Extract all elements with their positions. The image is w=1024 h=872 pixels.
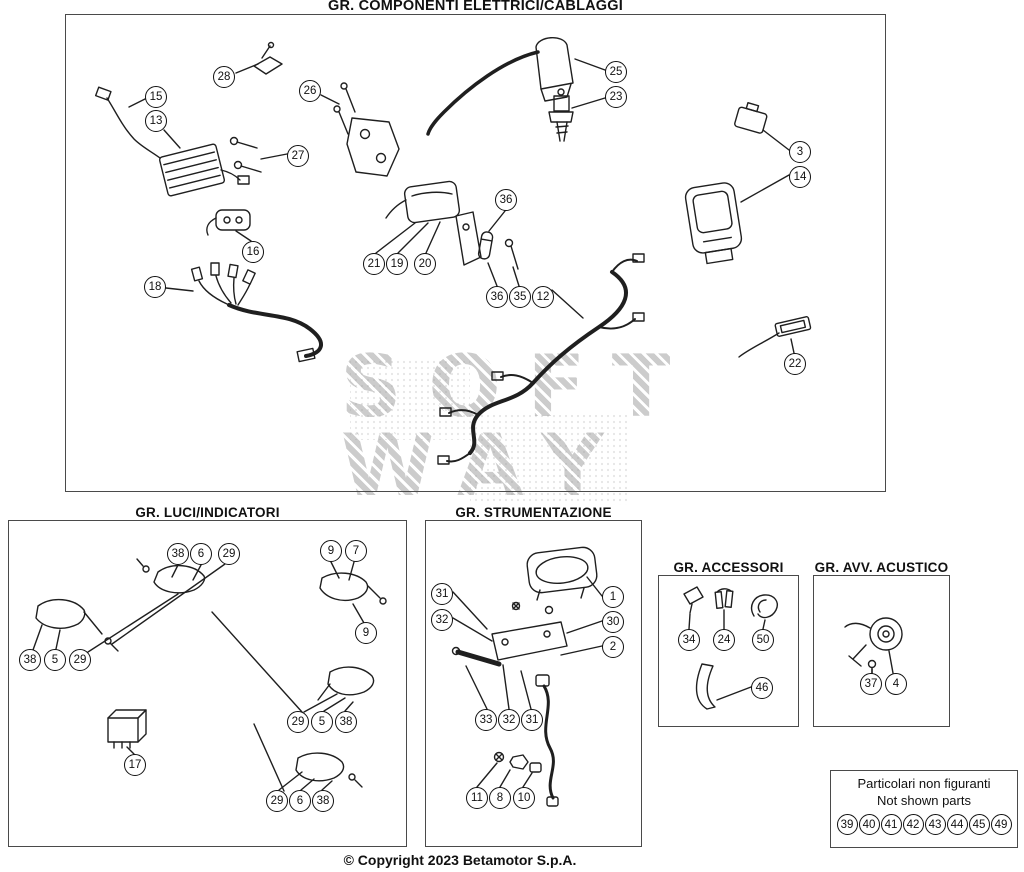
callout-24: 24 <box>713 629 735 651</box>
callout-34: 34 <box>678 629 700 651</box>
copyright-footer: © Copyright 2023 Betamotor S.p.A. <box>343 852 577 868</box>
callout-9: 9 <box>320 540 342 562</box>
callout-20: 20 <box>414 253 436 275</box>
callout-26: 26 <box>299 80 321 102</box>
callout-29: 29 <box>266 790 288 812</box>
panel-avv-acustico: GR. AVV. ACUSTICO <box>811 560 952 727</box>
panel-accessori: GR. ACCESSORI <box>658 560 799 727</box>
callout-21: 21 <box>363 253 385 275</box>
callout-27: 27 <box>287 145 309 167</box>
callout-32: 32 <box>498 709 520 731</box>
art-componenti-elettrici <box>94 37 812 465</box>
callout-19: 19 <box>386 253 408 275</box>
callout-38: 38 <box>167 543 189 565</box>
callout-38: 38 <box>19 649 41 671</box>
callout-23: 23 <box>605 86 627 108</box>
callout-5: 5 <box>311 711 333 733</box>
callout-50: 50 <box>752 629 774 651</box>
callout-2: 2 <box>602 636 624 658</box>
callout-29: 29 <box>287 711 309 733</box>
callout-40: 40 <box>858 814 880 835</box>
art-accessori <box>683 586 778 710</box>
callout-36: 36 <box>495 189 517 211</box>
callout-14: 14 <box>789 166 811 188</box>
callout-37: 37 <box>860 673 882 695</box>
callout-8: 8 <box>489 787 511 809</box>
callout-31: 31 <box>521 709 543 731</box>
not-shown-parts-box: Particolari non figuranti Not shown part… <box>830 770 1018 848</box>
callout-28: 28 <box>213 66 235 88</box>
panel-title-luci: GR. LUCI/INDICATORI <box>132 505 283 520</box>
callout-44: 44 <box>946 814 968 835</box>
callout-3: 3 <box>789 141 811 163</box>
callout-31: 31 <box>431 583 453 605</box>
callout-29: 29 <box>218 543 240 565</box>
art-strumentazione <box>451 546 603 807</box>
not-shown-title-en: Not shown parts <box>877 793 971 808</box>
callout-41: 41 <box>880 814 902 835</box>
callout-15: 15 <box>145 86 167 108</box>
panel-luci-indicatori: GR. LUCI/INDICATORI <box>8 505 407 847</box>
callout-6: 6 <box>289 790 311 812</box>
panel-componenti-elettrici: GR. COMPONENTI ELETTRICI/CABLAGGI <box>65 0 886 492</box>
callout-42: 42 <box>902 814 924 835</box>
callout-35: 35 <box>509 286 531 308</box>
callout-4: 4 <box>885 673 907 695</box>
callout-36: 36 <box>486 286 508 308</box>
callout-22: 22 <box>784 353 806 375</box>
callout-39: 39 <box>836 814 858 835</box>
panel-title-componenti: GR. COMPONENTI ELETTRICI/CABLAGGI <box>325 0 626 14</box>
callout-46: 46 <box>751 677 773 699</box>
callout-12: 12 <box>532 286 554 308</box>
callout-6: 6 <box>190 543 212 565</box>
panel-title-avv-acustico: GR. AVV. ACUSTICO <box>811 560 952 575</box>
callout-11: 11 <box>466 787 488 809</box>
callout-38: 38 <box>312 790 334 812</box>
callout-7: 7 <box>345 540 367 562</box>
callout-29: 29 <box>69 649 91 671</box>
callout-9: 9 <box>355 622 377 644</box>
callout-45: 45 <box>968 814 990 835</box>
panel-title-accessori: GR. ACCESSORI <box>670 560 787 575</box>
callout-49: 49 <box>990 814 1012 835</box>
callout-13: 13 <box>145 110 167 132</box>
callout-5: 5 <box>44 649 66 671</box>
callout-1: 1 <box>602 586 624 608</box>
art-luci-indicatori <box>32 558 387 792</box>
panel-strumentazione: GR. STRUMENTAZIONE <box>425 505 642 847</box>
callout-25: 25 <box>605 61 627 83</box>
callout-16: 16 <box>242 241 264 263</box>
not-shown-title-it: Particolari non figuranti <box>857 776 991 791</box>
callout-18: 18 <box>144 276 166 298</box>
art-avv-acustico <box>844 617 903 678</box>
callout-32: 32 <box>431 609 453 631</box>
callout-38: 38 <box>335 711 357 733</box>
callout-33: 33 <box>475 709 497 731</box>
callout-30: 30 <box>602 611 624 633</box>
callout-43: 43 <box>924 814 946 835</box>
callout-17: 17 <box>124 754 146 776</box>
callout-10: 10 <box>513 787 535 809</box>
panel-title-strumentazione: GR. STRUMENTAZIONE <box>452 505 615 520</box>
